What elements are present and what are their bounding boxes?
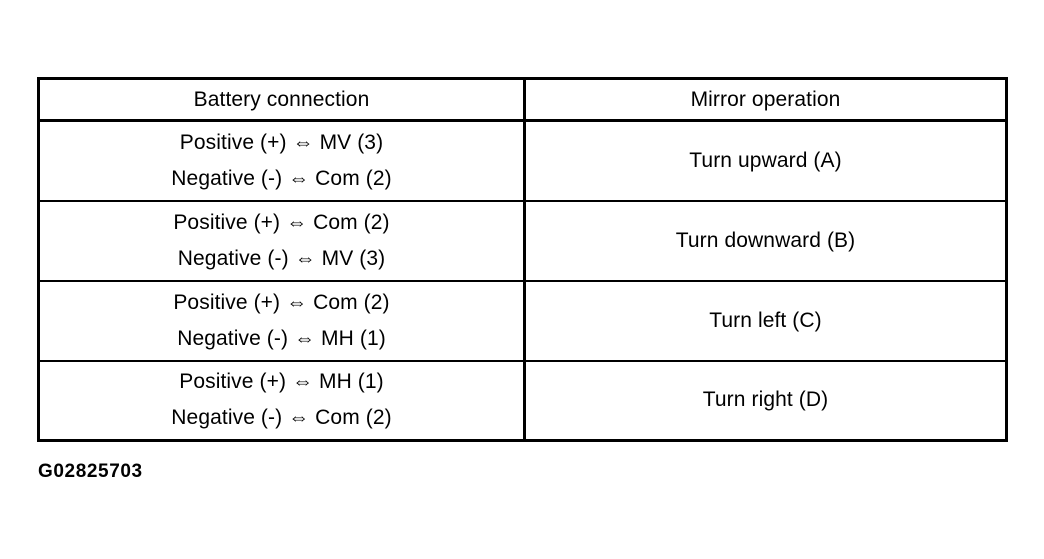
cell-battery-connection: Positive (+) ⇔ MH (1) Negative (-) ⇔ Com… bbox=[38, 359, 526, 441]
mirror-operation-label: Turn left (C) bbox=[709, 308, 822, 332]
connection-positive-line: Positive (+) ⇔ Com (2) bbox=[173, 290, 390, 314]
connection-lines: Positive (+) ⇔ MV (3) Negative (-) ⇔ Com… bbox=[40, 125, 523, 197]
connection-lines: Positive (+) ⇔ Com (2) Negative (-) ⇔ MV… bbox=[40, 205, 523, 277]
cell-mirror-operation: Turn right (D) bbox=[524, 359, 1007, 441]
connection-lines: Positive (+) ⇔ MH (1) Negative (-) ⇔ Com… bbox=[40, 364, 523, 436]
cell-mirror-operation: Turn upward (A) bbox=[524, 120, 1007, 201]
connection-negative-line: Negative (-) ⇔ MV (3) bbox=[177, 246, 386, 270]
figure-caption: G02825703 bbox=[38, 461, 143, 482]
connection-positive-line: Positive (+) ⇔ Com (2) bbox=[173, 210, 390, 234]
cell-mirror-operation: Turn left (C) bbox=[524, 279, 1007, 361]
table-row: Positive (+) ⇔ MH (1) Negative (-) ⇔ Com… bbox=[38, 359, 1007, 441]
table-header: Battery connection Mirror operation bbox=[38, 78, 1007, 122]
mirror-operation-label: Turn downward (B) bbox=[675, 228, 856, 252]
mirror-operation-label: Turn right (D) bbox=[702, 388, 829, 412]
connection-positive-line: Positive (+) ⇔ MV (3) bbox=[179, 130, 384, 154]
cell-battery-connection: Positive (+) ⇔ Com (2) Negative (-) ⇔ MH… bbox=[38, 279, 526, 361]
table-header-row: Battery connection Mirror operation bbox=[38, 78, 1007, 122]
column-header-battery-connection: Battery connection bbox=[38, 78, 526, 122]
cell-battery-connection: Positive (+) ⇔ MV (3) Negative (-) ⇔ Com… bbox=[38, 120, 526, 201]
table-row: Positive (+) ⇔ Com (2) Negative (-) ⇔ MV… bbox=[38, 199, 1007, 281]
table-row: Positive (+) ⇔ Com (2) Negative (-) ⇔ MH… bbox=[38, 279, 1007, 361]
table-row: Positive (+) ⇔ MV (3) Negative (-) ⇔ Com… bbox=[38, 120, 1007, 201]
mirror-operation-label: Turn upward (A) bbox=[689, 148, 842, 172]
column-header-mirror-operation: Mirror operation bbox=[524, 78, 1007, 122]
connection-positive-line: Positive (+) ⇔ MH (1) bbox=[179, 370, 384, 394]
connection-negative-line: Negative (-) ⇔ Com (2) bbox=[171, 166, 392, 190]
connection-lines: Positive (+) ⇔ Com (2) Negative (-) ⇔ MH… bbox=[40, 285, 523, 357]
battery-connection-table: Battery connection Mirror operation Posi… bbox=[37, 77, 1008, 442]
connection-negative-line: Negative (-) ⇔ MH (1) bbox=[177, 326, 386, 350]
cell-mirror-operation: Turn downward (B) bbox=[524, 199, 1007, 281]
cell-battery-connection: Positive (+) ⇔ Com (2) Negative (-) ⇔ MV… bbox=[38, 199, 526, 281]
connection-negative-line: Negative (-) ⇔ Com (2) bbox=[171, 406, 392, 430]
table-body: Positive (+) ⇔ MV (3) Negative (-) ⇔ Com… bbox=[38, 120, 1007, 441]
